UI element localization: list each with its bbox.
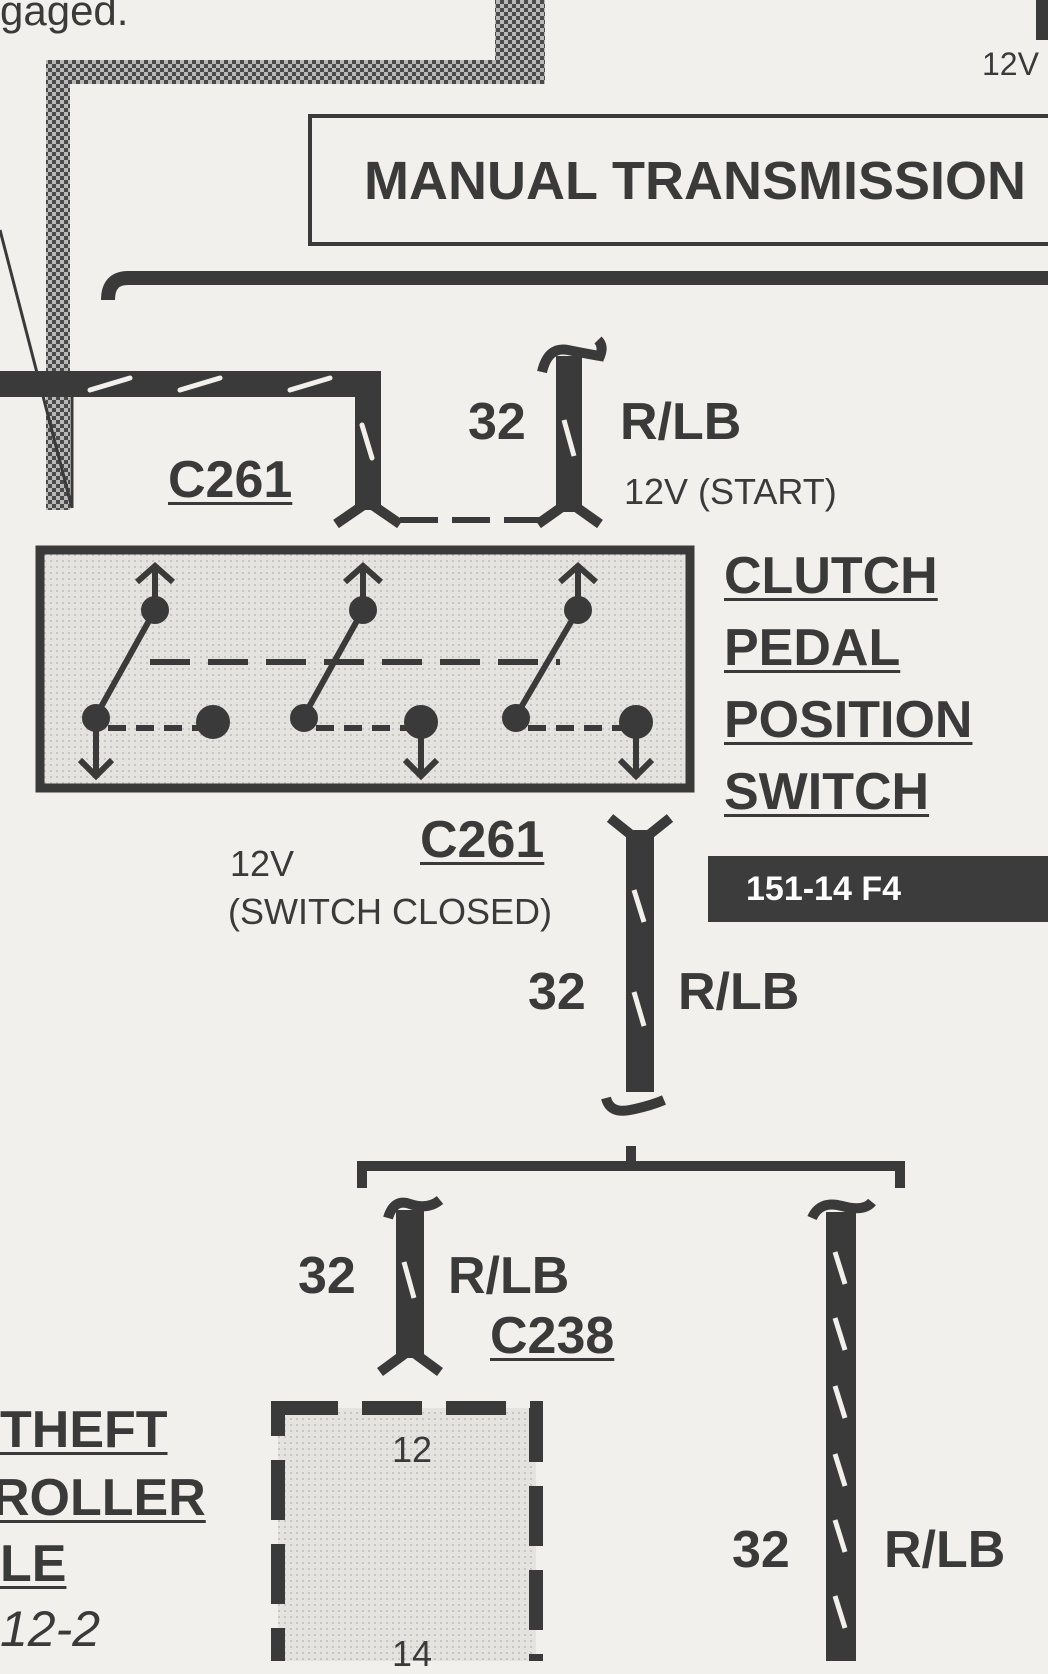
- switch-closed-note: (SWITCH CLOSED): [228, 891, 552, 932]
- clutch-switch-box: [35, 545, 695, 793]
- wire-switch-output: [601, 814, 674, 1116]
- wire-c238: [377, 1195, 444, 1377]
- page-ref-badge: 151-14 F4: [708, 856, 1048, 922]
- leader-lines: [0, 229, 74, 509]
- wire-lower-left-gauge: 32: [298, 1247, 356, 1305]
- module-label-line-3: LE: [0, 1535, 67, 1593]
- callout-border: [46, 0, 545, 510]
- switch-name-line-3: POSITION: [724, 691, 973, 749]
- wire-start-gauge: 32: [468, 393, 526, 451]
- switch-closed-voltage: 12V: [230, 843, 295, 884]
- bus-bracket-top: [101, 271, 1048, 301]
- wire-stub-top-right: [1036, 0, 1048, 40]
- module-label-line-1: THEFT: [0, 1401, 168, 1459]
- top-text-fragment: gaged.: [0, 0, 129, 34]
- module-label-line-2: ROLLER: [0, 1469, 206, 1527]
- module-pin-12: 12: [392, 1429, 433, 1470]
- wire-lower-right-gauge: 32: [732, 1521, 790, 1579]
- wire-lower-right-color: R/LB: [884, 1521, 1006, 1579]
- wire-mid-color: R/LB: [678, 963, 800, 1021]
- section-header-title: MANUAL TRANSMISSION: [364, 151, 1027, 211]
- switch-name-line-4: SWITCH: [724, 763, 930, 821]
- switch-name-line-1: CLUTCH: [724, 547, 938, 605]
- wire-start-color: R/LB: [620, 393, 742, 451]
- section-header-box: [308, 114, 1048, 246]
- switch-name-line-2: PEDAL: [724, 619, 901, 677]
- module-pin-14: 14: [392, 1633, 433, 1674]
- module-box: [271, 1401, 543, 1661]
- top-right-voltage: 12V: [982, 46, 1039, 82]
- module-label-line-4: 12-2: [0, 1601, 101, 1657]
- bus-bracket-bottom: [357, 1146, 905, 1188]
- wire-mid-gauge: 32: [528, 963, 586, 1021]
- connector-c238: C238: [490, 1307, 615, 1365]
- connector-c261-top: C261: [168, 451, 293, 509]
- wire-start: [535, 336, 607, 529]
- wire-lower-left-color: R/LB: [448, 1247, 570, 1305]
- wire-c261-feed: [0, 371, 403, 529]
- connector-c261-bottom: C261: [420, 811, 545, 869]
- wire-lower-right: [807, 1198, 876, 1661]
- wire-start-note: 12V (START): [624, 471, 837, 512]
